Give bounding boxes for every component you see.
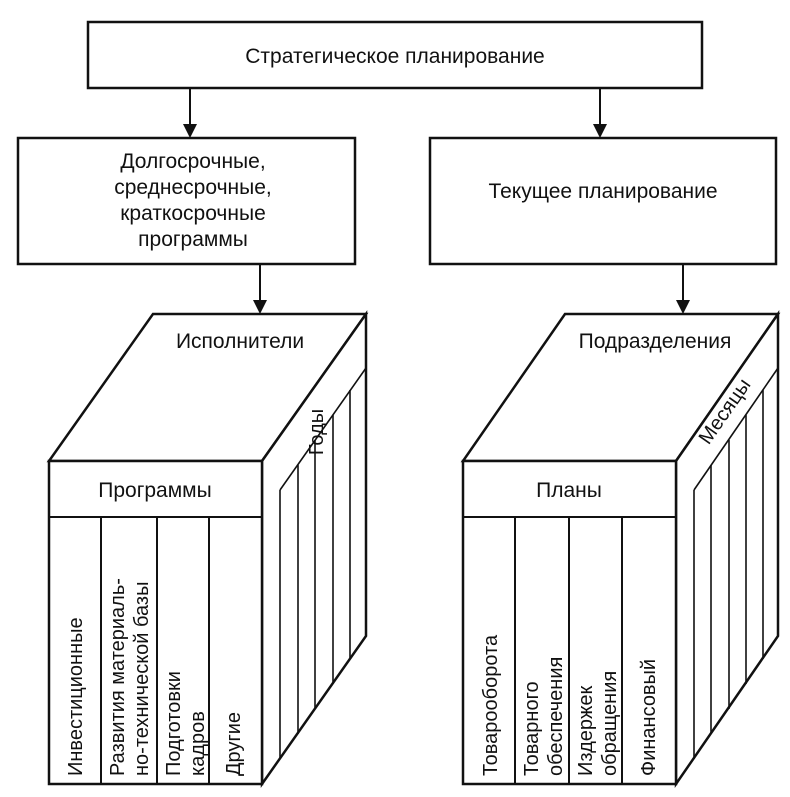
left-cube-year-lines (279, 390, 351, 759)
current-planning-label: Текущее планирование (488, 180, 717, 203)
left-cube-front-label: Программы (98, 479, 211, 502)
right-cube-column-2-line-2: обеспечения (545, 657, 567, 776)
right-cube: Подразделения Планы Месяцы Товарооборота… (460, 310, 781, 789)
current-planning-box: Текущее планирование (428, 136, 778, 266)
arrow-to-programs (183, 88, 197, 138)
programs-box-line-3: краткосрочные (120, 202, 266, 225)
strategic-planning-box: Стратегическое планирование (86, 20, 704, 90)
strategic-planning-label: Стратегическое планирование (245, 45, 544, 68)
left-cube-column-3-line-1: Подготовки (163, 671, 185, 776)
programs-box-line-4: программы (138, 228, 248, 251)
programs-box: Долгосрочные, среднесрочные, краткосрочн… (16, 136, 357, 266)
programs-box-line-1: Долгосрочные, (120, 150, 265, 173)
right-cube-column-1: Товарооборота (480, 634, 502, 776)
right-cube-column-4: Финансовый (638, 659, 660, 776)
right-cube-front-label: Планы (536, 479, 602, 502)
left-cube-column-2-line-1: Развития материаль- (107, 578, 129, 776)
left-cube: Исполнители Программы Годы Инвестиционны… (46, 310, 369, 788)
arrow-to-left-cube (253, 264, 267, 314)
left-cube-column-1: Инвестиционные (65, 617, 87, 776)
arrow-to-right-cube (676, 264, 690, 314)
right-cube-column-3-line-1: Издержек (575, 685, 597, 776)
right-cube-column-2-line-1: Товарного (521, 681, 543, 776)
left-cube-column-3-line-2: кадров (187, 711, 209, 776)
programs-box-line-2: среднесрочные, (114, 176, 271, 199)
arrow-to-current-planning (593, 88, 607, 138)
left-cube-column-2-line-2: но-технической базы (131, 582, 153, 776)
right-cube-top-label: Подразделения (579, 330, 732, 353)
left-cube-front-face (47, 459, 264, 786)
left-cube-side-label: Годы (306, 409, 328, 455)
right-cube-column-3-line-2: обращения (599, 671, 621, 776)
left-cube-top-label: Исполнители (176, 330, 304, 353)
left-cube-column-4: Другие (223, 712, 245, 776)
right-cube-month-lines (693, 390, 764, 759)
